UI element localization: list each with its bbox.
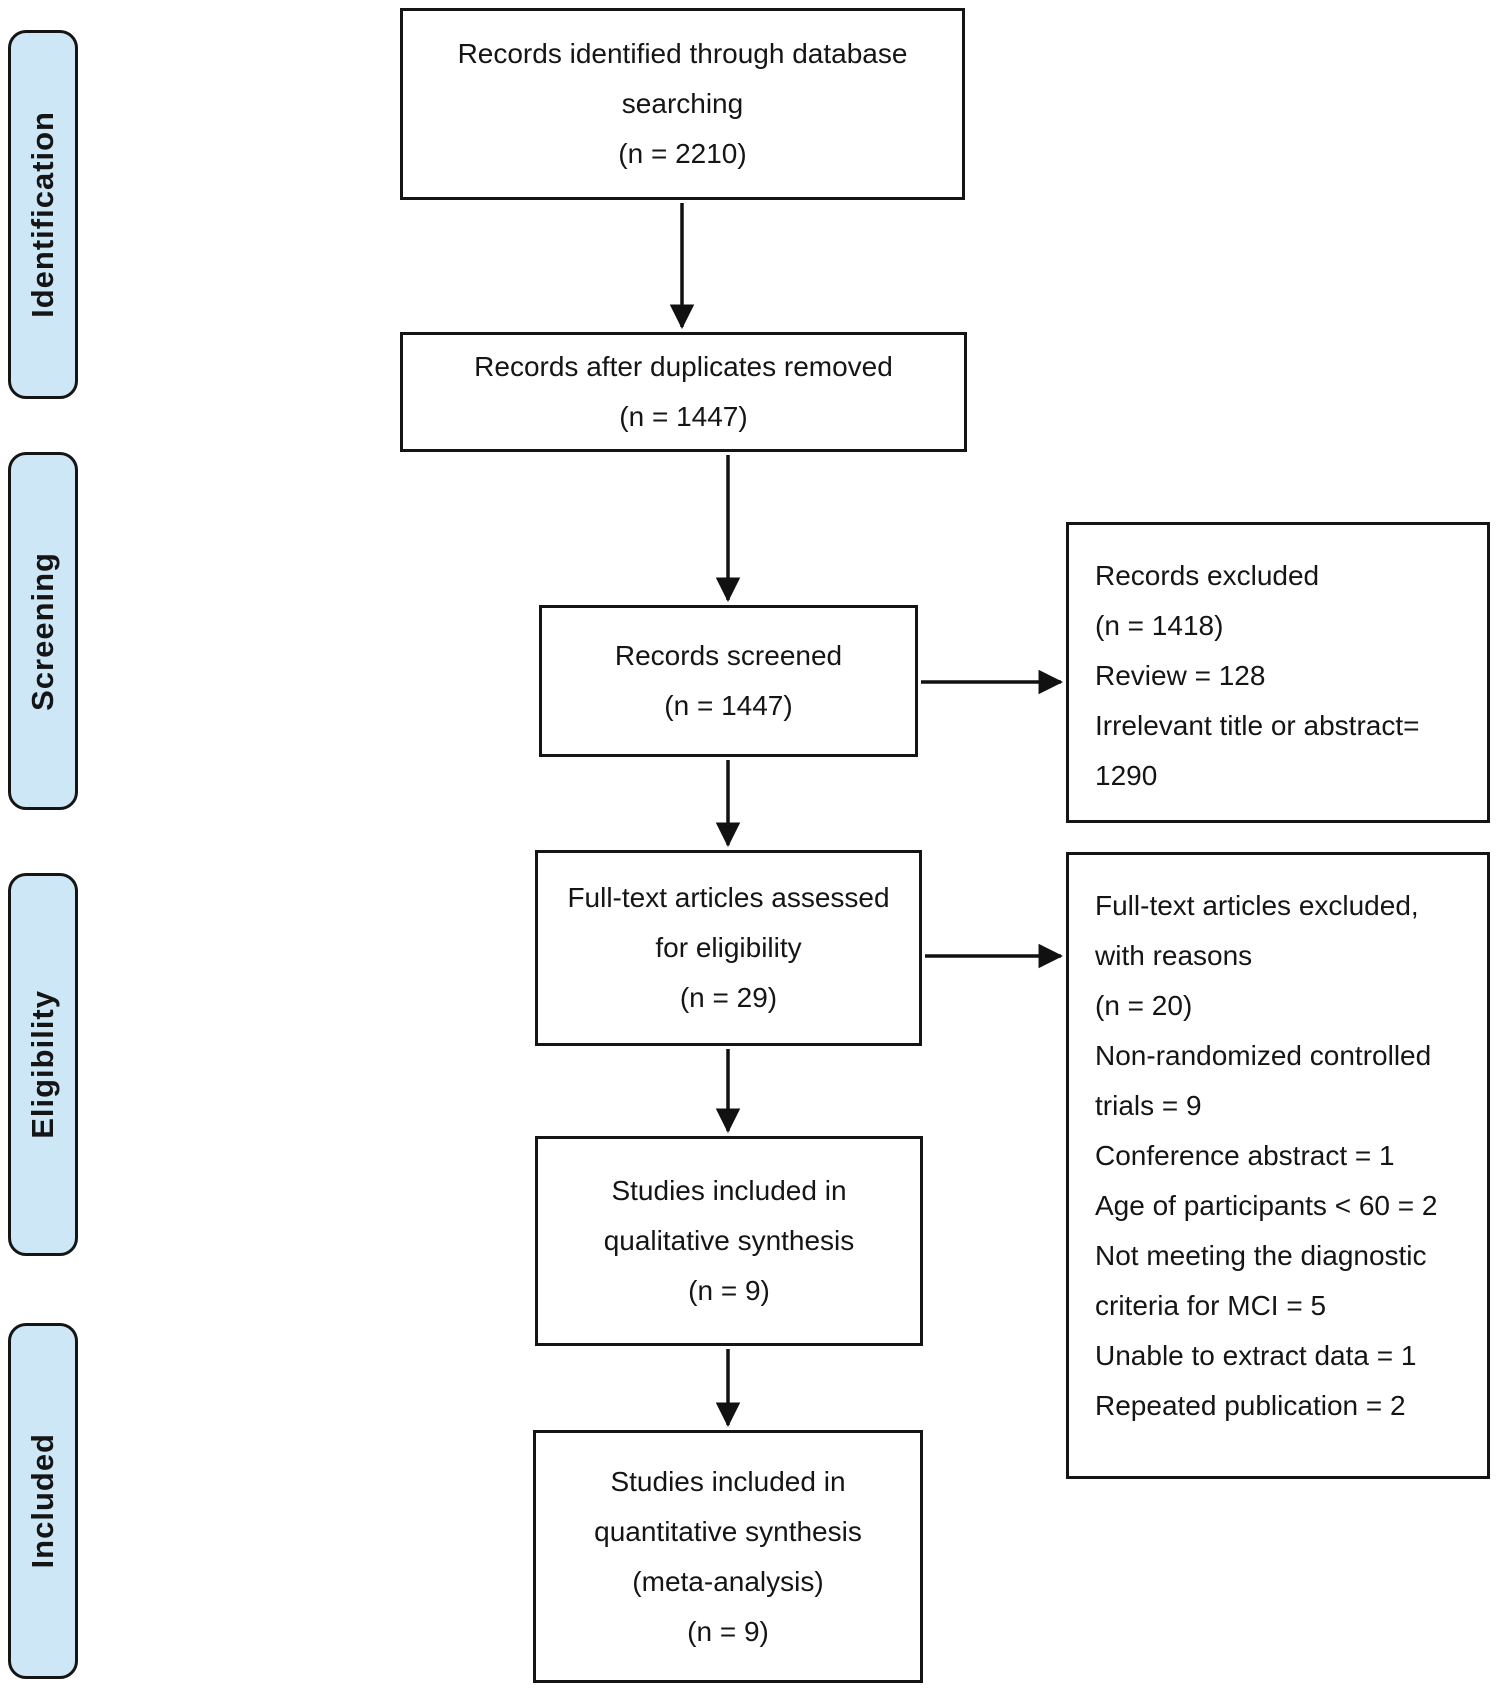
stage-band-eligibility: Eligibility [8,873,78,1256]
flow-box-text: (n = 1447) [664,690,793,721]
stage-band-included: Included [8,1323,78,1679]
flow-box-text: quantitative synthesis [594,1515,862,1547]
side-box-text: trials = 9 [1095,1090,1202,1121]
flow-box-text: (n = 9) [688,1275,770,1306]
side-box-text: Repeated publication = 2 [1095,1390,1406,1421]
side-box-text: Review = 128 [1095,660,1266,691]
flow-box-records-identified: Records identified through database sear… [400,8,965,200]
flow-box-quantitative-synthesis: Studies included in quantitative synthes… [533,1430,923,1683]
side-box-text: 1290 [1095,760,1158,791]
side-box-text: criteria for MCI = 5 [1095,1290,1327,1321]
flow-box-qualitative-synthesis: Studies included in qualitative synthesi… [535,1136,923,1346]
side-box-fulltext-excluded: Full-text articles excluded, with reason… [1066,852,1490,1479]
side-box-text: Age of participants < 60 = 2 [1095,1190,1438,1221]
flow-box-text: for eligibility [655,932,802,963]
side-box-text: (n = 1418) [1095,610,1224,641]
flow-box-text: (n = 2210) [618,138,747,169]
flow-box-text: (n = 9) [687,1615,769,1647]
stage-label-included: Included [25,1433,60,1569]
flow-box-text: Studies included in [611,1175,847,1206]
side-box-text: Not meeting the diagnostic [1095,1240,1427,1271]
stage-label-identification: Identification [25,111,60,318]
side-box-text: (n = 20) [1095,990,1193,1021]
flow-box-text: (n = 29) [679,982,778,1013]
flow-box-fulltext-assessed: Full-text articles assessed for eligibil… [535,850,922,1046]
side-box-text: Unable to extract data = 1 [1095,1340,1417,1371]
side-box-text: Conference abstract = 1 [1095,1140,1395,1171]
side-box-text: Full-text articles excluded, [1095,890,1419,921]
flow-box-duplicates-removed: Records after duplicates removed (n = 14… [400,332,967,452]
flow-box-text: Records identified through database [457,38,908,69]
flow-box-text: Full-text articles assessed [567,882,890,913]
flow-box-records-screened: Records screened (n = 1447) [539,605,918,757]
stage-label-screening: Screening [25,551,60,711]
side-box-text: Irrelevant title or abstract= [1095,710,1420,741]
flow-box-text: Records after duplicates removed [474,351,893,382]
stage-label-eligibility: Eligibility [25,990,60,1139]
side-box-text: Non-randomized controlled [1095,1040,1432,1071]
flow-box-text: searching [621,88,744,119]
flow-box-text: Records screened [614,640,843,671]
flow-box-text: Studies included in [610,1465,846,1497]
stage-band-identification: Identification [8,30,78,399]
side-box-text: with reasons [1095,940,1253,971]
side-box-records-excluded: Records excluded (n = 1418) Review = 128… [1066,522,1490,823]
side-box-text: Records excluded [1095,560,1320,591]
stage-band-screening: Screening [8,452,78,810]
flow-box-text: qualitative synthesis [603,1225,855,1256]
flow-box-text: (meta-analysis) [632,1565,824,1597]
flow-box-text: (n = 1447) [619,401,748,432]
